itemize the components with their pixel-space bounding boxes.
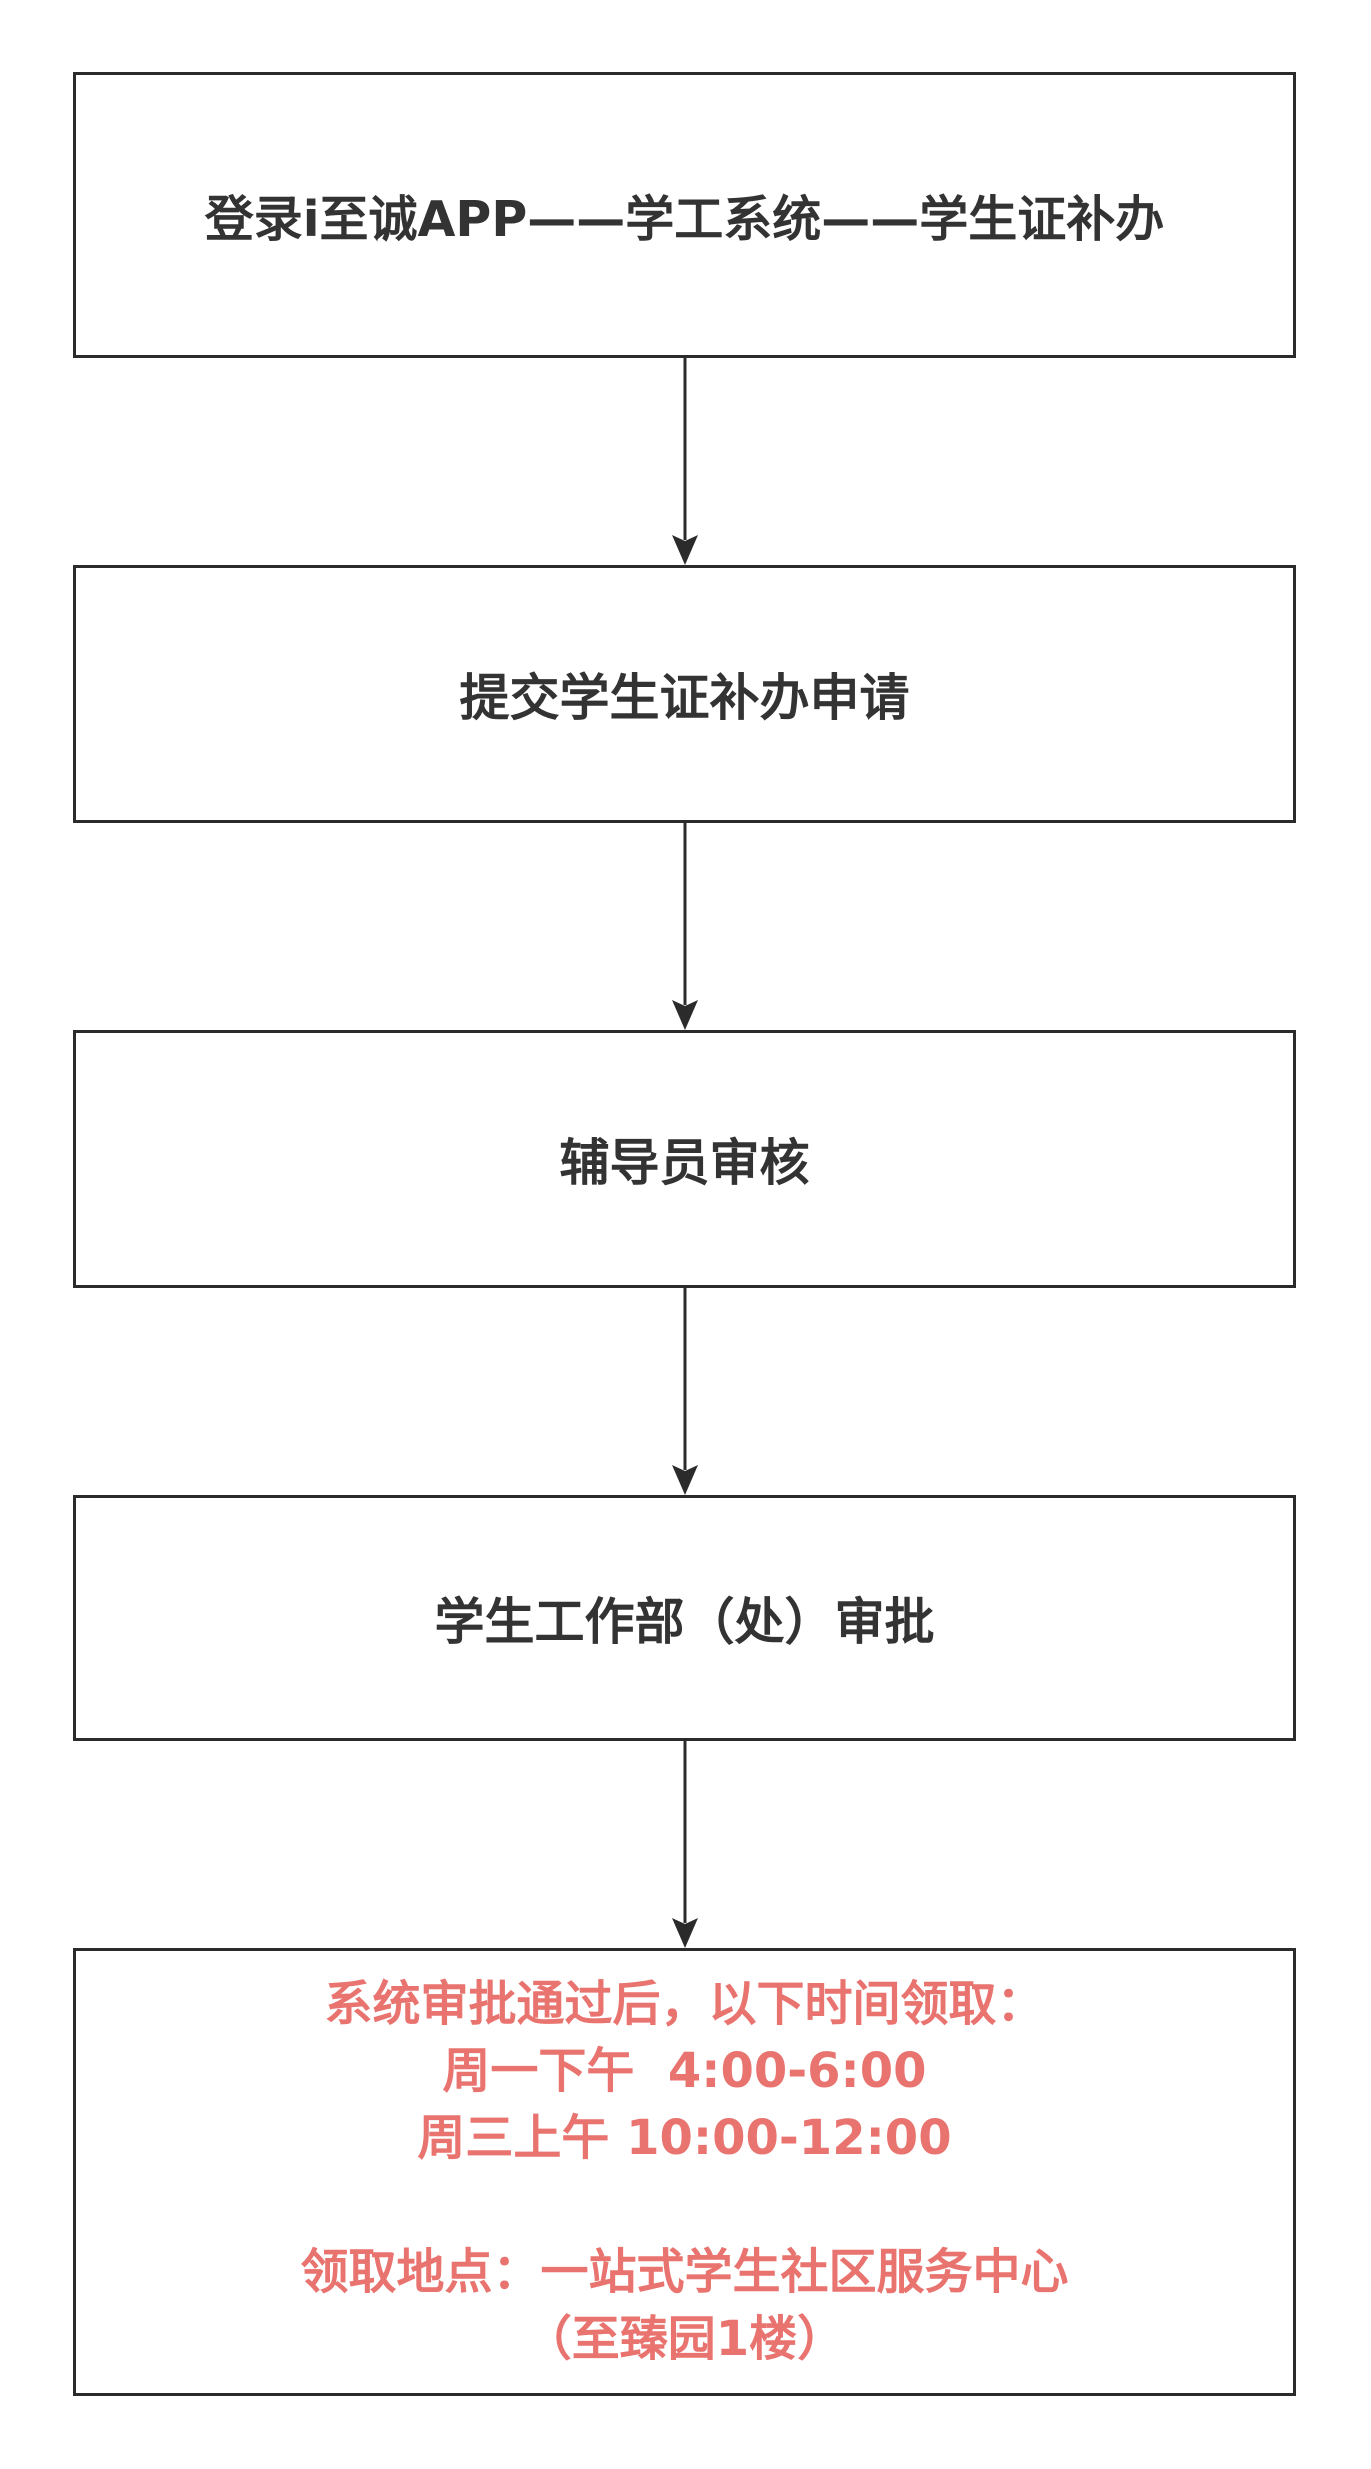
arrow-3	[672, 1288, 698, 1495]
arrow-4	[672, 1741, 698, 1948]
pickup-notice: 系统审批通过后，以下时间领取：	[324, 1976, 1045, 2032]
step-submit-application: 提交学生证补办申请	[73, 565, 1296, 823]
step-student-affairs-approval: 学生工作部（处）审批	[73, 1495, 1296, 1741]
pickup-location: 领取地点：一站式学生社区服务中心	[300, 2244, 1069, 2300]
pickup-info-text: 系统审批通过后，以下时间领取： 周一下午 4:00-6:00 周三上午 10:0…	[300, 1971, 1068, 2373]
arrow-2	[672, 823, 698, 1030]
step-label: 辅导员审核	[559, 1134, 810, 1192]
step-label: 登录i至诚APP——学工系统——学生证补办	[204, 190, 1165, 248]
pickup-time-monday: 周一下午 4:00-6:00	[442, 2043, 927, 2099]
pickup-time-wednesday: 周三上午 10:00-12:00	[417, 2110, 952, 2166]
arrow-1	[672, 358, 698, 565]
step-counselor-review: 辅导员审核	[73, 1030, 1296, 1288]
step-login-app: 登录i至诚APP——学工系统——学生证补办	[73, 72, 1296, 358]
step-label: 学生工作部（处）审批	[434, 1593, 935, 1651]
step-pickup-info: 系统审批通过后，以下时间领取： 周一下午 4:00-6:00 周三上午 10:0…	[73, 1948, 1296, 2396]
pickup-location-detail: （至臻园1楼）	[523, 2311, 846, 2367]
step-label: 提交学生证补办申请	[459, 669, 910, 727]
